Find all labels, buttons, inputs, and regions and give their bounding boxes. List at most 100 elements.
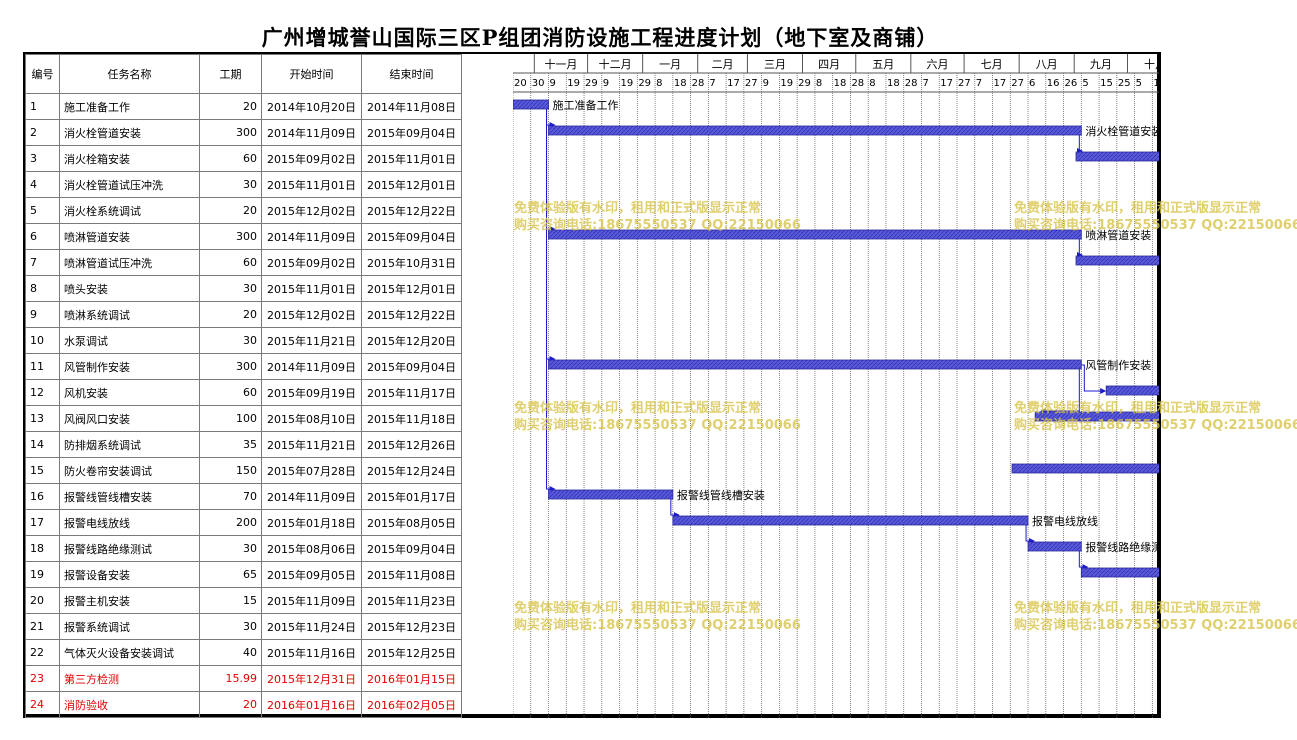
day-tick-label: 8 <box>816 78 822 89</box>
cell-duration: 20 <box>199 197 262 224</box>
day-tick-label: 5 <box>1136 78 1142 89</box>
day-tick-label: 8 <box>869 78 875 89</box>
cell-id: 8 <box>25 275 60 302</box>
day-tick-label: 19 <box>567 78 580 89</box>
cell-start: 2015年11月21日 <box>261 431 362 458</box>
day-tick-label: 26 <box>1065 78 1078 89</box>
gantt-bar <box>1080 567 1159 578</box>
cell-start: 2015年07月28日 <box>261 457 362 484</box>
cell-duration: 300 <box>199 223 262 250</box>
month-label: 八月 <box>1036 58 1058 71</box>
day-tick-label: 9 <box>763 78 769 89</box>
cell-end: 2016年01月15日 <box>361 665 462 692</box>
cell-task-name: 风阀风口安装 <box>59 405 200 432</box>
cell-duration: 15.99 <box>199 665 262 692</box>
gantt-bar-label: 风管制作安装 <box>1085 358 1151 372</box>
cell-id: 7 <box>25 249 60 276</box>
cell-start: 2015年12月02日 <box>261 197 362 224</box>
day-tick-label: 15 <box>1153 78 1159 89</box>
cell-duration: 150 <box>199 457 262 484</box>
cell-end: 2015年10月31日 <box>361 249 462 276</box>
cell-id: 15 <box>25 457 60 484</box>
cell-id: 11 <box>25 353 60 380</box>
month-label: 六月 <box>926 58 948 71</box>
cell-task-name: 报警系统调试 <box>59 613 200 640</box>
cell-duration: 300 <box>199 119 262 146</box>
cell-end: 2015年09月04日 <box>361 119 462 146</box>
cell-id: 14 <box>25 431 60 458</box>
cell-start: 2015年11月01日 <box>261 275 362 302</box>
cell-end: 2015年12月24日 <box>361 457 462 484</box>
header-id[interactable]: 编号 <box>25 54 60 94</box>
cell-task-name: 喷淋系统调试 <box>59 301 200 328</box>
month-label: 三月 <box>764 58 786 71</box>
cell-duration: 15 <box>199 587 262 614</box>
header-duration[interactable]: 工期 <box>199 54 262 94</box>
header-task-name[interactable]: 任务名称 <box>59 54 200 94</box>
header-start[interactable]: 开始时间 <box>261 54 362 94</box>
day-tick-label: 20 <box>514 78 527 89</box>
cell-start: 2015年08月10日 <box>261 405 362 432</box>
cell-start: 2014年11月09日 <box>261 353 362 380</box>
month-label: 二月 <box>712 58 734 71</box>
day-tick-label: 19 <box>780 78 793 89</box>
cell-duration: 30 <box>199 327 262 354</box>
gantt-bar-label: 消火栓管道安装 <box>1085 124 1159 138</box>
cell-id: 12 <box>25 379 60 406</box>
month-label: 九月 <box>1090 58 1112 71</box>
gantt-timescale: 十一月十二月一月二月三月四月五月六月七月八月九月十月十一月十二月一月二月三月20… <box>514 57 1159 89</box>
cell-duration: 20 <box>199 93 262 120</box>
gantt-bar-label: 报警线路绝缘测试 <box>1085 540 1159 554</box>
cell-end: 2015年09月04日 <box>361 535 462 562</box>
header-end[interactable]: 结束时间 <box>361 54 462 94</box>
cell-start: 2015年11月24日 <box>261 613 362 640</box>
cell-task-name: 报警主机安装 <box>59 587 200 614</box>
page-title: 广州增城誉山国际三区P组团消防设施工程进度计划（地下室及商铺） <box>261 25 939 50</box>
cell-duration: 300 <box>199 353 262 380</box>
cell-task-name: 气体灭火设备安装调试 <box>59 639 200 666</box>
cell-task-name: 施工准备工作 <box>59 93 200 120</box>
day-tick-label: 6 <box>1029 78 1035 89</box>
cell-id: 18 <box>25 535 60 562</box>
cell-start: 2014年10月20日 <box>261 93 362 120</box>
cell-task-name: 第三方检测 <box>59 665 200 692</box>
cell-start: 2015年09月02日 <box>261 249 362 276</box>
day-tick-label: 17 <box>994 78 1007 89</box>
day-tick-label: 9 <box>603 78 609 89</box>
cell-duration: 65 <box>199 561 262 588</box>
cell-duration: 30 <box>199 275 262 302</box>
cell-task-name: 水泵调试 <box>59 327 200 354</box>
cell-start: 2014年11月09日 <box>261 119 362 146</box>
cell-id: 4 <box>25 171 60 198</box>
cell-task-name: 报警线路绝缘测试 <box>59 535 200 562</box>
gantt-bar <box>513 99 549 110</box>
dependency-link <box>1025 525 1036 544</box>
gantt-bar <box>548 489 674 500</box>
cell-task-name: 风管制作安装 <box>59 353 200 380</box>
day-tick-label: 29 <box>638 78 651 89</box>
